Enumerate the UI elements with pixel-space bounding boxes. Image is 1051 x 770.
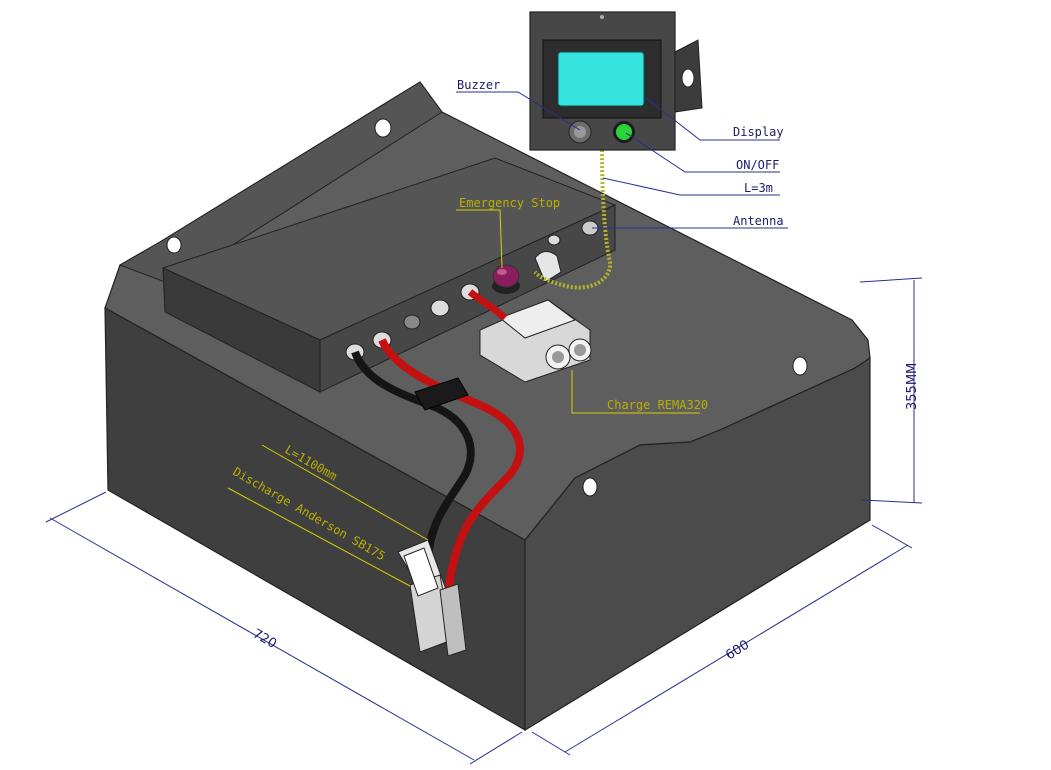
mounting-hole	[582, 477, 598, 497]
power-button	[613, 121, 635, 143]
cable-length-label: L=3m	[744, 181, 773, 195]
anderson-plug	[397, 539, 467, 657]
mounting-hole	[374, 118, 392, 138]
mounting-hole	[792, 356, 808, 376]
leader-lines-yellow	[227, 209, 700, 587]
emergency-stop-button	[492, 264, 520, 294]
charge-connector	[479, 299, 592, 383]
display-screen	[557, 51, 645, 107]
charge-cable-red	[467, 289, 508, 321]
box-front-right-face	[524, 356, 871, 732]
battery-box	[104, 81, 871, 732]
on-off-label: ON/OFF	[736, 158, 779, 172]
charge-label: Charge REMA320	[607, 398, 708, 412]
emergency-stop-label: Emergency Stop	[459, 196, 560, 210]
buzzer-label: Buzzer	[457, 78, 500, 92]
display-unit	[529, 11, 703, 151]
cables	[351, 149, 613, 596]
length-dimension: 720	[250, 626, 279, 651]
cable-gland	[403, 314, 421, 330]
buzzer-icon	[568, 120, 592, 144]
discharge-cable-red	[378, 338, 524, 596]
dimension-lines	[45, 277, 923, 765]
cable-clip	[414, 377, 469, 411]
leader-lines-blue	[456, 91, 788, 229]
cable-gland	[430, 299, 450, 317]
height-dimension: 355MM	[905, 363, 920, 410]
antenna-cable	[533, 149, 613, 290]
display-label: Display	[733, 125, 784, 139]
small-port	[547, 234, 561, 246]
elbow-connector	[534, 251, 562, 283]
mounting-hole	[166, 236, 182, 254]
antenna-label: Antenna	[733, 214, 784, 228]
discharge-cable-black	[351, 350, 475, 561]
